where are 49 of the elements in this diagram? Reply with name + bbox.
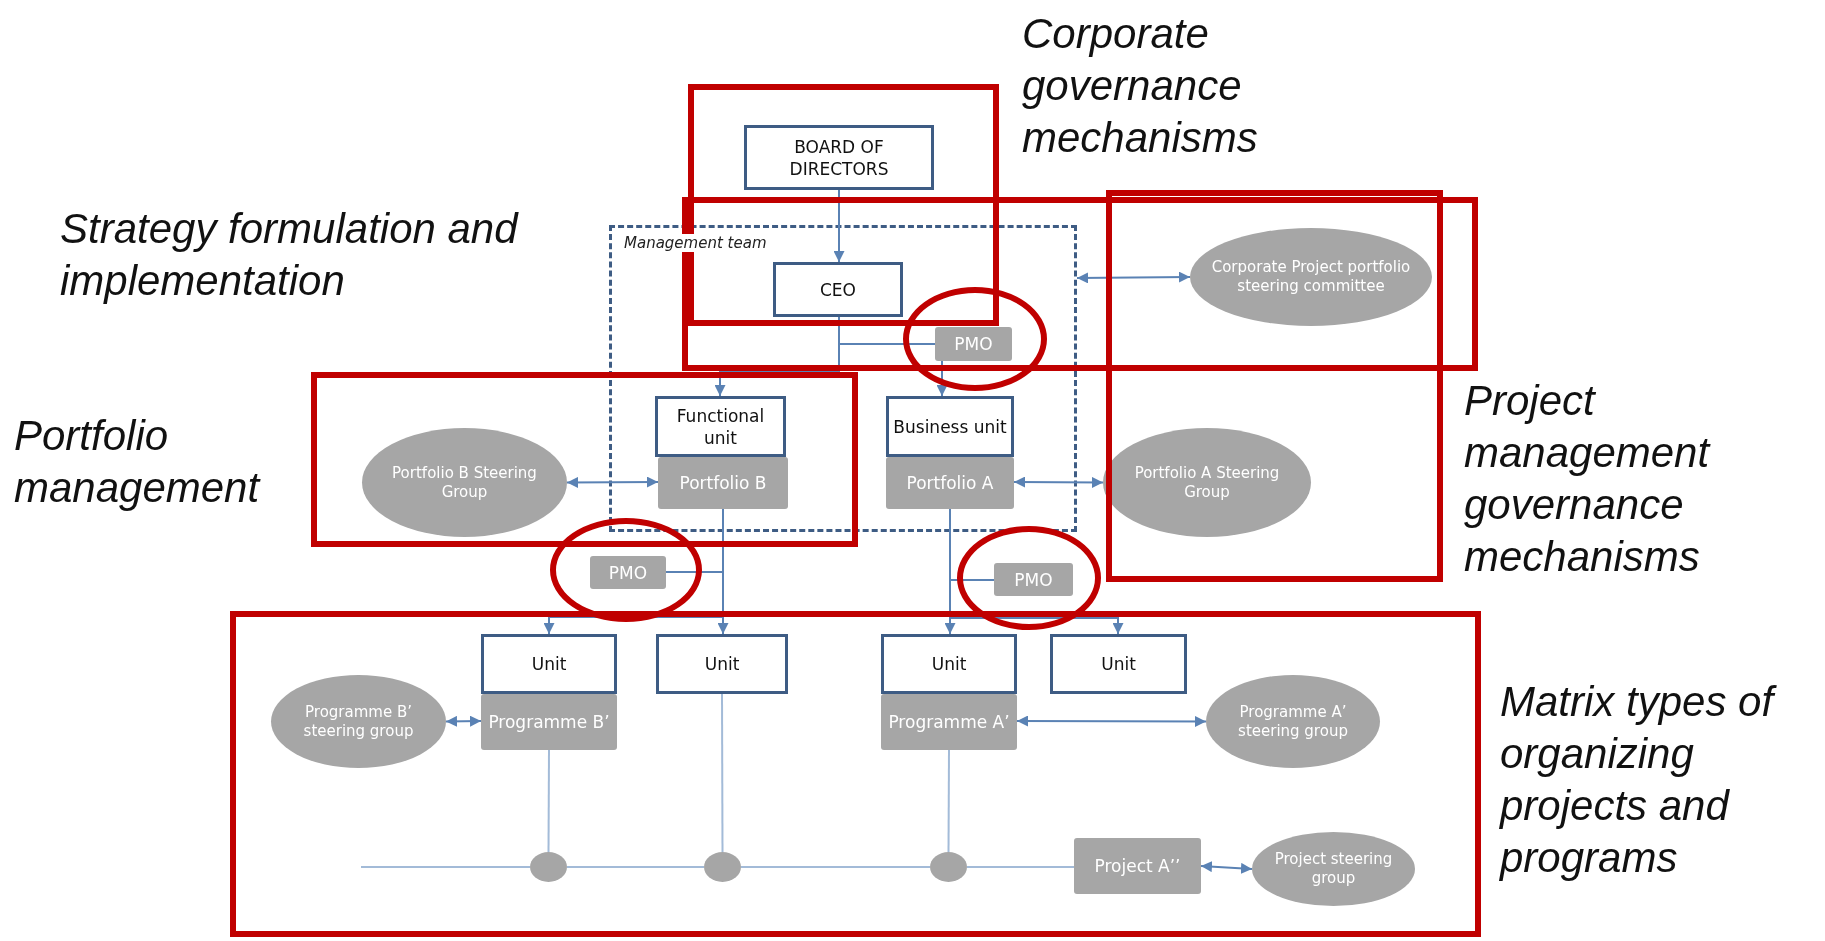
shaded-box: Portfolio A [886,457,1014,509]
org-unit-box: Functional unit [655,396,786,457]
org-unit-box: Unit [481,634,617,694]
shaded-box: Project A’’ [1074,838,1201,894]
arrow [833,189,845,263]
org-unit-box: Unit [1050,634,1187,694]
arrow [445,715,482,727]
connector-line [566,866,705,868]
steering-group-ellipse: Portfolio B Steering Group [362,428,567,537]
section-label: Project management governance mechanisms [1464,376,1712,582]
arrow [1200,861,1253,874]
arrow [1016,715,1207,727]
steering-group-ellipse: Corporate Project portfolio steering committee [1190,228,1432,326]
connector-line [360,866,531,868]
section-label: Portfolio management [14,411,262,513]
connector-line [721,693,724,853]
connector-line [740,866,931,868]
section-label: Matrix types of organizing projects and programs [1500,676,1825,884]
org-unit-box: BOARD OF DIRECTORS [744,125,934,190]
connector-line [966,866,1075,868]
org-unit-box: Unit [881,634,1017,694]
steering-group-ellipse: Programme A’ steering group [1206,675,1380,768]
steering-group-ellipse: Programme B’ steering group [271,675,446,768]
connector-line [947,749,950,853]
shaded-box: Programme B’ [481,694,617,750]
dashed-group-frame [609,225,1077,532]
shaded-box: PMO [994,563,1073,596]
junction-dot [530,852,567,882]
group-label: Management team [622,234,769,252]
org-unit-box: Business unit [886,396,1014,457]
steering-group-ellipse: Portfolio A Steering Group [1103,428,1311,537]
connector-line [547,749,550,853]
steering-group-ellipse: Project steering group [1252,832,1415,906]
section-label: Corporate governance mechanisms [1022,9,1259,163]
arrow [1076,271,1191,284]
section-label: Strategy formulation and implementation [60,204,520,306]
arrow [714,316,840,397]
shaded-box: PMO [590,556,666,589]
connector-line [949,508,995,581]
junction-dot [704,852,741,882]
shaded-box: Programme A’ [881,694,1017,750]
junction-dot [930,852,967,882]
shaded-box: Portfolio B [658,457,788,509]
arrow [1013,476,1104,488]
org-unit-box: Unit [656,634,788,694]
arrow [936,360,948,397]
arrow [566,476,659,488]
org-unit-box: CEO [773,262,903,317]
shaded-box: PMO [935,327,1012,361]
